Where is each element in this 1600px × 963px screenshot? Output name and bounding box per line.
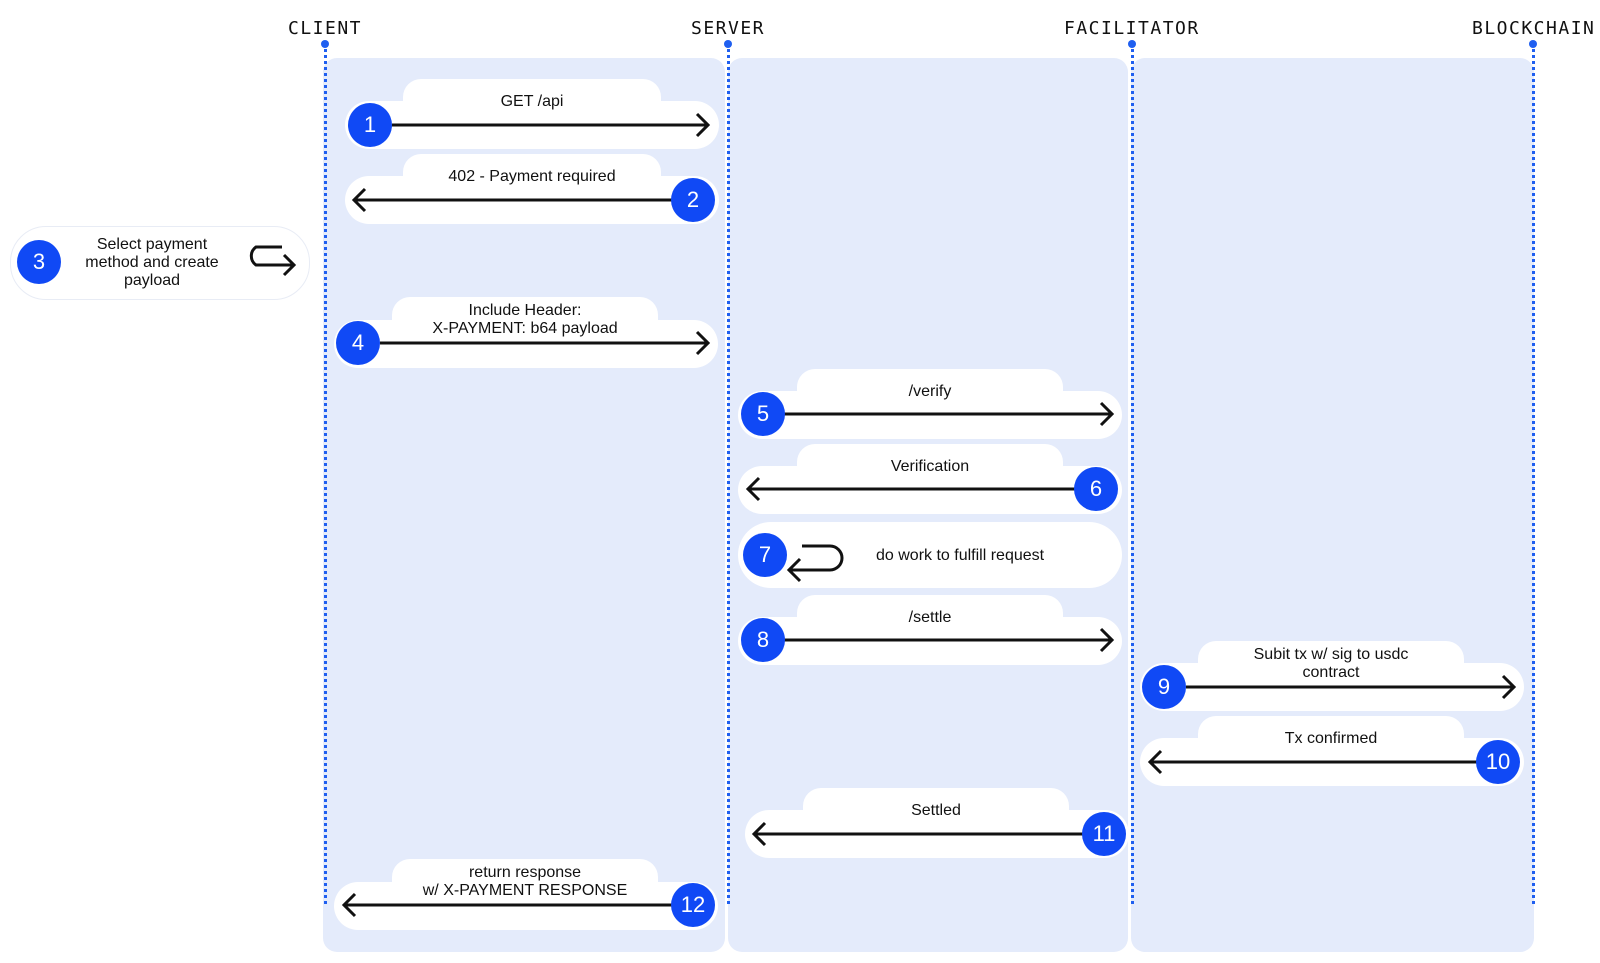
step-6-label: Verification bbox=[890, 458, 970, 475]
facilitator-lifeline bbox=[1131, 44, 1134, 904]
step-badge-7: 7 bbox=[743, 533, 787, 577]
step-badge-2: 2 bbox=[671, 178, 715, 222]
left-arrow-icon bbox=[745, 476, 1076, 502]
step-badge-1: 1 bbox=[348, 103, 392, 147]
right-arrow-icon bbox=[784, 627, 1115, 653]
right-arrow-icon bbox=[392, 112, 711, 138]
left-arrow-icon bbox=[341, 892, 672, 918]
step-badge-8: 8 bbox=[741, 618, 785, 662]
actor-blockchain: BLOCKCHAIN bbox=[1472, 18, 1596, 39]
left-arrow-icon bbox=[1147, 749, 1478, 775]
step-badge-5: 5 bbox=[741, 392, 785, 436]
right-arrow-icon bbox=[1186, 674, 1517, 700]
step-10-label: Tx confirmed bbox=[1284, 730, 1378, 747]
step-badge-11: 11 bbox=[1082, 812, 1126, 856]
step-9-label-line1: Subit tx w/ sig to usdc bbox=[1253, 646, 1409, 663]
blockchain-lifeline bbox=[1532, 44, 1535, 904]
step-11-label: Settled bbox=[911, 802, 961, 819]
step-3-label: Select payment method and create payload bbox=[85, 236, 219, 289]
step-5-label: /verify bbox=[908, 383, 952, 400]
step-12-label-line2: w/ X-PAYMENT RESPONSE bbox=[422, 882, 628, 899]
loop-arrow-icon bbox=[249, 245, 297, 277]
actor-server: SERVER bbox=[691, 18, 766, 39]
step-1-label: GET /api bbox=[500, 93, 564, 110]
left-arrow-icon bbox=[351, 187, 672, 213]
left-arrow-icon bbox=[751, 821, 1084, 847]
step-9-label-line2: contract bbox=[1302, 664, 1360, 681]
step-badge-10: 10 bbox=[1476, 740, 1520, 784]
server-lifeline bbox=[727, 44, 730, 904]
actor-facilitator: FACILITATOR bbox=[1064, 18, 1200, 39]
step-12-label-line1: return response bbox=[468, 864, 582, 881]
return-loop-icon bbox=[786, 544, 844, 583]
step-8-label: /settle bbox=[908, 609, 952, 626]
actor-client: CLIENT bbox=[288, 18, 363, 39]
step-badge-6: 6 bbox=[1074, 467, 1118, 511]
right-arrow-icon bbox=[380, 330, 711, 356]
step-4-label-line1: Include Header: bbox=[468, 302, 582, 319]
step-4-label-line2: X-PAYMENT: b64 payload bbox=[432, 320, 618, 337]
step-7-label: do work to fulfill request bbox=[876, 547, 1045, 564]
right-arrow-icon bbox=[784, 401, 1115, 427]
step-badge-4: 4 bbox=[336, 321, 380, 365]
step-2-label: 402 - Payment required bbox=[448, 168, 616, 185]
step-badge-3: 3 bbox=[17, 240, 61, 284]
step-badge-9: 9 bbox=[1142, 665, 1186, 709]
client-lifeline bbox=[324, 44, 327, 904]
facilitator-blockchain-lane bbox=[1131, 58, 1534, 952]
step-badge-12: 12 bbox=[671, 883, 715, 927]
